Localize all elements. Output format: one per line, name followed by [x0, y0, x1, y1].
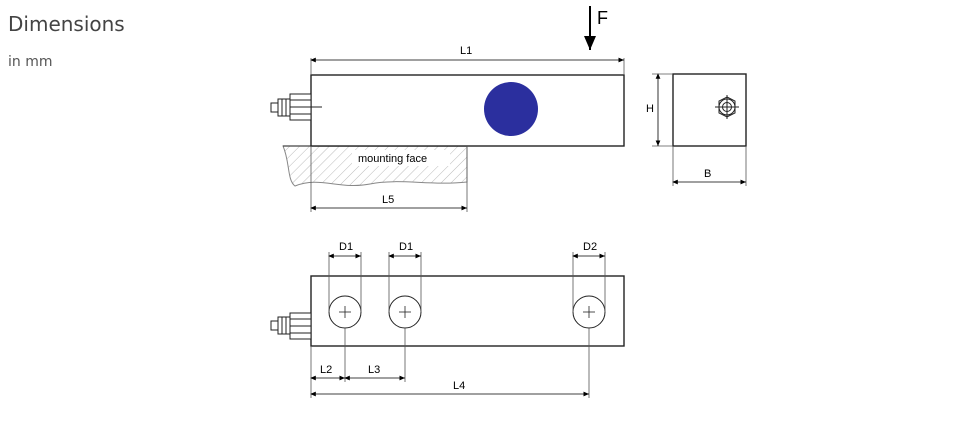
- end-view: H B: [646, 73, 747, 186]
- mounting-face-label: mounting face: [358, 153, 427, 165]
- cable-gland-top: [270, 312, 312, 340]
- dim-b: B: [704, 168, 711, 180]
- dim-l3: L3: [368, 364, 380, 376]
- dim-l1: L1: [460, 45, 472, 57]
- marker-dot: [484, 82, 538, 136]
- side-view: mounting face F L1 L5: [270, 6, 625, 212]
- mounting-face-label-bg: [352, 150, 450, 166]
- force-label: F: [597, 8, 608, 28]
- cable-gland-end: [715, 95, 739, 119]
- dim-l5: L5: [382, 194, 394, 206]
- dim-d1-first: D1: [339, 241, 353, 253]
- unit-note: in mm: [8, 54, 53, 70]
- top-view: D1 D1 D2 L2 L3 L4: [270, 241, 625, 398]
- page-title: Dimensions: [8, 12, 125, 36]
- dim-d2: D2: [583, 241, 597, 253]
- dim-l4: L4: [453, 380, 465, 392]
- dim-h: H: [646, 103, 654, 115]
- dim-d1-second: D1: [399, 241, 413, 253]
- cable-gland-side: [270, 93, 322, 121]
- beam-side: [310, 74, 625, 147]
- beam-top: [310, 275, 625, 347]
- dim-l2: L2: [320, 364, 332, 376]
